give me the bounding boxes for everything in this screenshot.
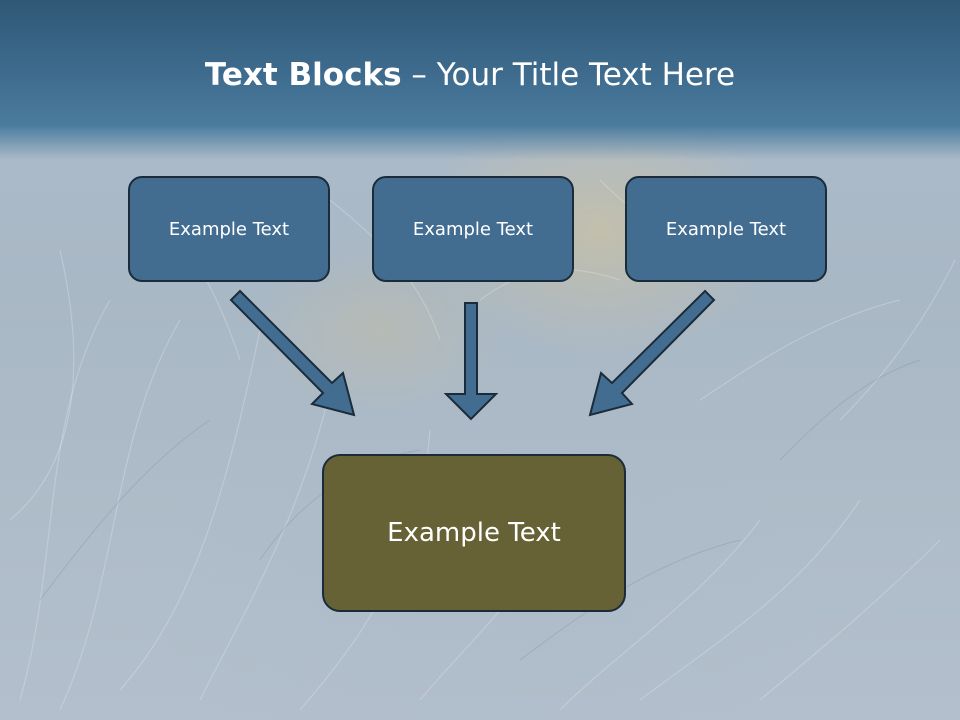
title-rest-part: Your Title Text Here [436, 57, 736, 93]
bottom-block: Example Text [322, 454, 626, 612]
top-block-3-label: Example Text [665, 218, 787, 240]
arrow-center-down [443, 302, 499, 421]
top-block-3: Example Text [625, 176, 827, 282]
arrow-right-diagonal [588, 289, 716, 417]
arrow-left-diagonal [229, 289, 356, 417]
slide-title: Text Blocks – Your Title Text Here [0, 52, 940, 98]
top-block-1-label: Example Text [168, 218, 290, 240]
title-dash: – [401, 57, 437, 93]
bottom-block-label: Example Text [387, 518, 561, 548]
top-block-1: Example Text [128, 176, 330, 282]
title-bold-part: Text Blocks [204, 57, 402, 93]
title-banner [0, 0, 960, 160]
top-block-2-label: Example Text [412, 218, 534, 240]
top-block-2: Example Text [372, 176, 574, 282]
